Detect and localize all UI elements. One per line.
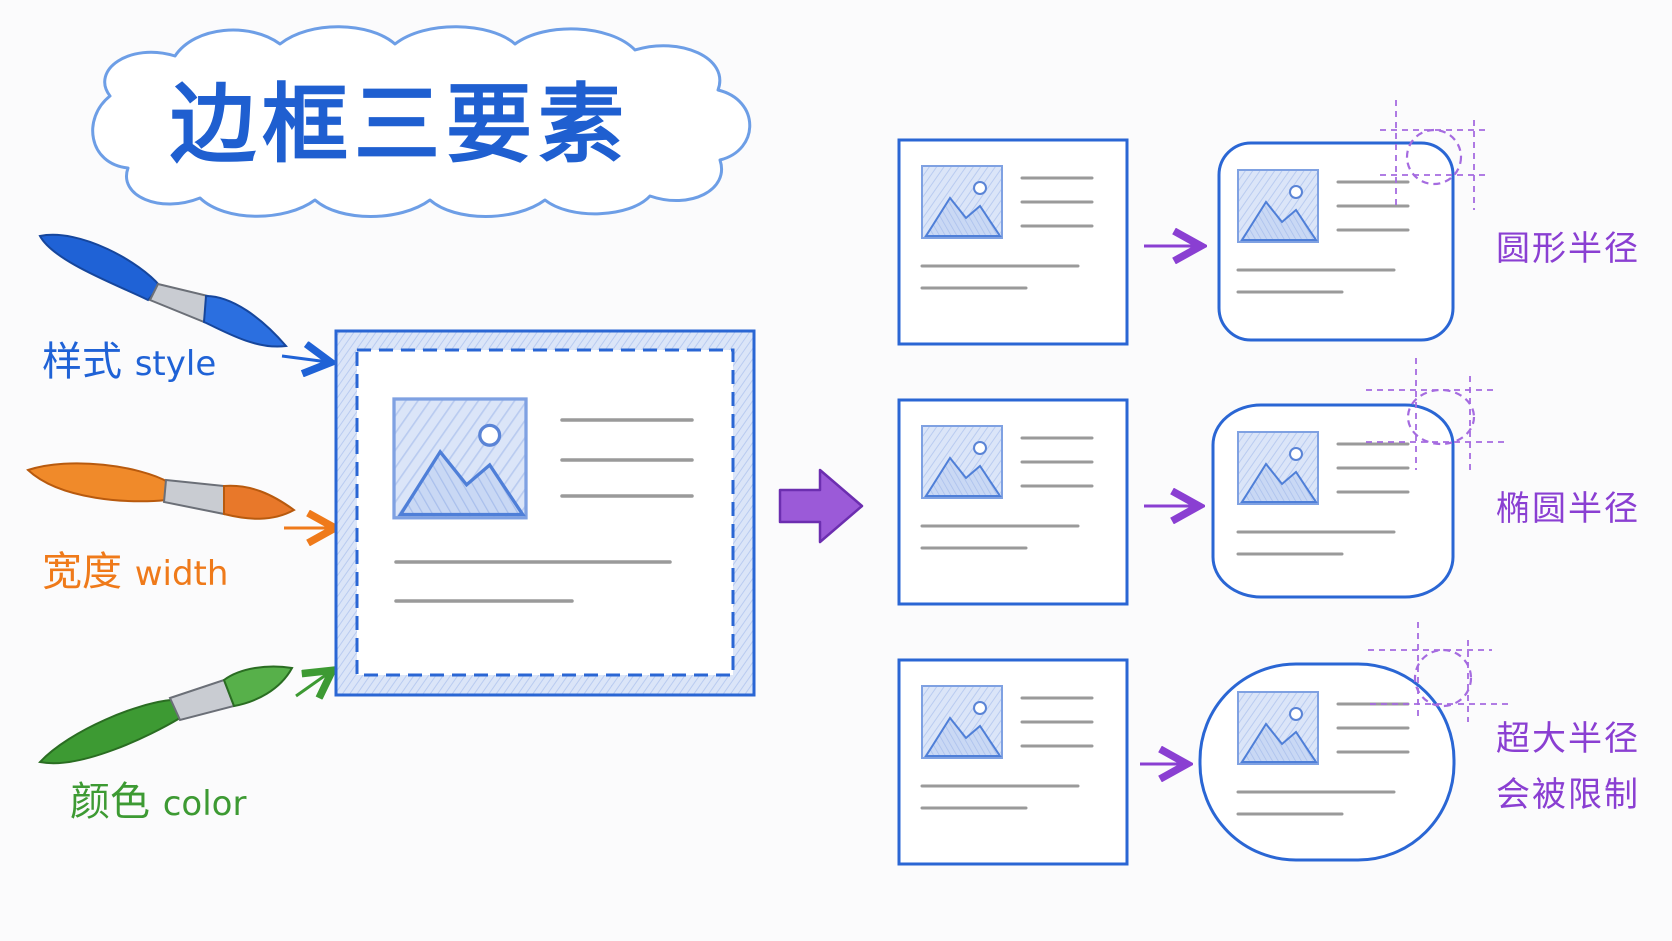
square-card-1 — [897, 138, 1129, 346]
width-label-en: width — [134, 554, 229, 594]
page-title: 边框三要素 — [170, 75, 630, 175]
circular-radius-label: 圆形半径 — [1496, 229, 1640, 269]
blue-paintbrush-icon — [38, 233, 288, 348]
orange-paintbrush-icon — [26, 462, 296, 520]
square-card-3 — [897, 658, 1129, 866]
color-label: 颜色 color — [70, 782, 246, 822]
oversized-radius-label-line2: 会被限制 — [1496, 775, 1640, 815]
style-arrow — [281, 356, 328, 362]
color-label-zh: 颜色 — [70, 779, 150, 825]
square-card-2 — [897, 398, 1129, 606]
big-purple-arrow-icon — [778, 468, 864, 544]
oversized-radius-label-line1: 超大半径 — [1496, 719, 1640, 759]
elliptical-radius-card — [1211, 358, 1506, 599]
color-label-en: color — [162, 784, 247, 824]
elliptical-radius-label: 椭圆半径 — [1496, 489, 1640, 529]
width-label-zh: 宽度 — [42, 549, 122, 595]
oversized-radius-card — [1198, 622, 1508, 862]
title-cloud-icon — [91, 25, 752, 218]
style-label-zh: 样式 — [42, 339, 122, 385]
main-border-box — [334, 329, 756, 697]
circular-radius-card — [1217, 100, 1490, 342]
style-label: 样式 style — [42, 342, 216, 382]
color-arrow — [295, 672, 330, 696]
width-label: 宽度 width — [42, 552, 228, 592]
style-label-en: style — [134, 344, 217, 384]
green-paintbrush-icon — [38, 665, 294, 765]
